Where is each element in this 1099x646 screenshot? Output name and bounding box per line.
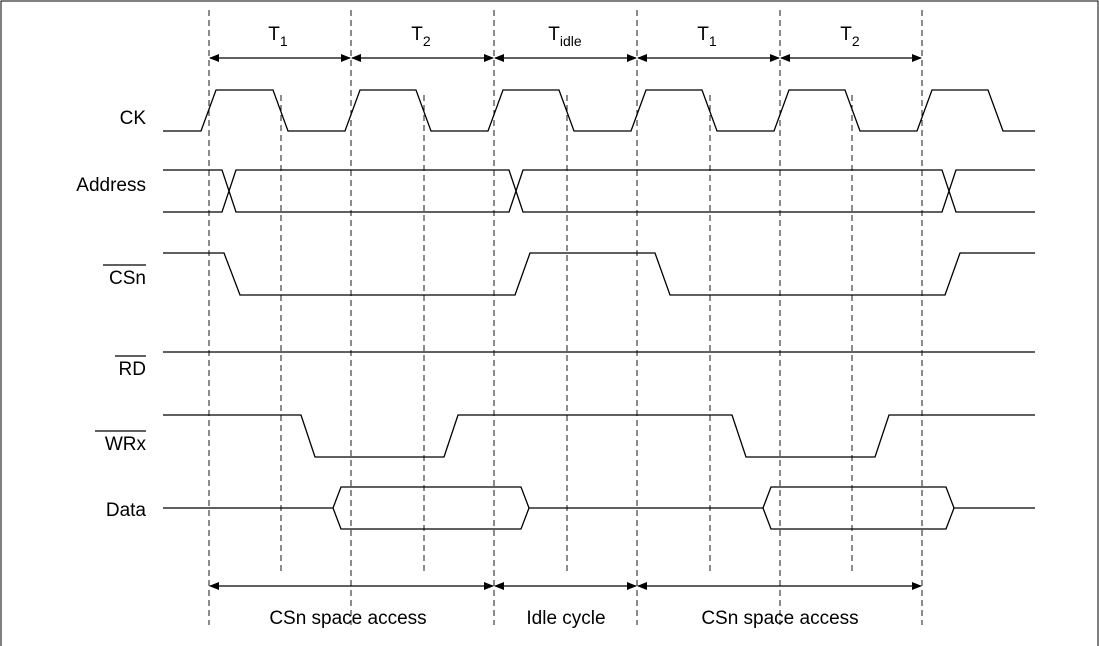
address-lower-line	[163, 169, 1035, 213]
phase-label-t1: T1	[268, 24, 288, 49]
signal-label-csn: CSn	[109, 268, 146, 289]
bottom-label-idle-cycle: Idle cycle	[526, 608, 605, 629]
data-valid-window	[332, 486, 530, 530]
data-valid-window	[762, 486, 955, 530]
ck-waveform	[163, 89, 1035, 132]
bottom-label-csn-access: CSn space access	[269, 608, 426, 629]
signal-label-rd: RD	[119, 359, 146, 380]
data-waveform	[163, 486, 1035, 530]
wrx-waveform	[163, 414, 1035, 458]
address-upper-line	[163, 169, 1035, 213]
csn-waveform	[163, 252, 1035, 296]
time-markers	[208, 10, 923, 625]
phase-label-t2: T2	[411, 24, 431, 49]
phase-label-t1: T1	[697, 24, 717, 49]
signal-label-wrx: WRx	[105, 434, 147, 455]
phase-label-t2: T2	[840, 24, 860, 49]
bottom-label-csn-access: CSn space access	[701, 608, 858, 629]
signal-label-address: Address	[76, 175, 146, 196]
signal-label-ck: CK	[120, 108, 147, 129]
phase-label-tidle: Tidle	[548, 24, 582, 49]
address-waveform	[163, 169, 1035, 213]
signal-label-data: Data	[106, 500, 147, 521]
